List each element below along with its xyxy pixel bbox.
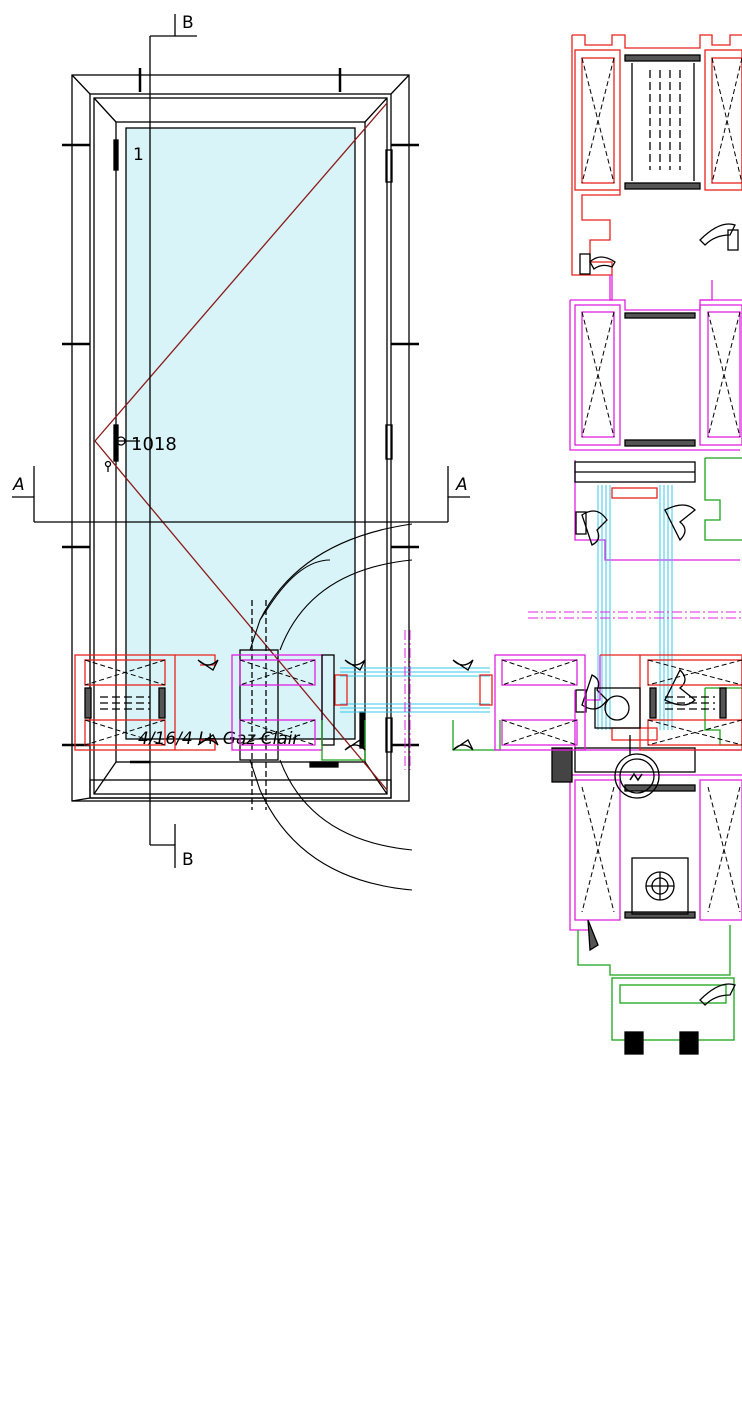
door-swing-arcs xyxy=(249,523,413,891)
hinge-section xyxy=(239,600,279,810)
glazing-bead-top xyxy=(704,457,742,541)
sash-bottom-profile xyxy=(569,690,742,931)
glazing-spec-label: 4/16/4 I+ Gaz Clair xyxy=(138,729,300,749)
left-frame-profile xyxy=(74,654,216,751)
horizontal-section-aa xyxy=(74,523,742,891)
hinge-middle xyxy=(385,424,393,460)
hinge-bottom xyxy=(385,717,393,753)
section-lines xyxy=(12,14,470,868)
glass-section-horizontal xyxy=(340,667,490,713)
outer-frame xyxy=(71,74,410,802)
bottom-frame-profile xyxy=(577,925,735,1041)
top-frame-profile xyxy=(571,34,742,276)
handle-icon xyxy=(104,424,140,472)
sash-number-label: 1 xyxy=(133,145,144,165)
section-b-top-label: B xyxy=(182,13,194,33)
hinge-top xyxy=(385,149,393,183)
vertical-section-bb xyxy=(528,34,742,1055)
section-a-right-label: A xyxy=(455,475,468,495)
handle-height-label: 1018 xyxy=(131,434,177,455)
section-b-bottom-label: B xyxy=(182,850,194,870)
section-a-left-label: A xyxy=(12,475,25,495)
opening-direction-lines xyxy=(94,102,388,791)
sash-top-profile xyxy=(569,275,742,561)
glass-section xyxy=(597,485,673,730)
lock-cylinder-icon xyxy=(594,687,660,799)
